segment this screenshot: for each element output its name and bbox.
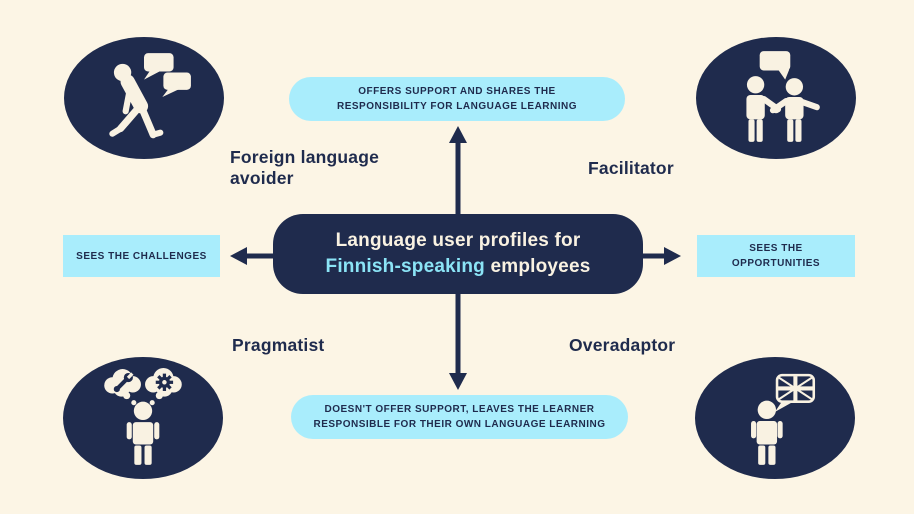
axis-caption-top: OFFERS SUPPORT AND SHARES THE RESPONSIBI… bbox=[289, 77, 625, 121]
pragmatist-ellipse bbox=[63, 357, 223, 479]
arrow-left-icon bbox=[230, 247, 247, 265]
facilitator-ellipse bbox=[696, 37, 856, 159]
axis-caption-right-text: SEES THE OPPORTUNITIES bbox=[731, 243, 821, 269]
title-highlight: Finnish-speaking bbox=[325, 256, 485, 277]
overadaptor-ellipse bbox=[695, 357, 855, 479]
arrow-up-icon bbox=[449, 126, 467, 143]
walking-away-speech-bubbles-icon bbox=[109, 53, 191, 139]
axis-caption-left-text: SEES THE CHALLENGES bbox=[76, 250, 207, 262]
handshake-speech-bubble-icon bbox=[746, 51, 820, 142]
uk-flag-speech-bubble-icon bbox=[751, 373, 816, 465]
title-line-1: Language user profiles for bbox=[335, 230, 581, 252]
label-foreign-language-avoider: Foreign language avoider bbox=[230, 147, 380, 188]
axis-caption-bottom-text: DOESN'T OFFER SUPPORT, LEAVES THE LEARNE… bbox=[313, 404, 606, 430]
axis-caption-right: SEES THE OPPORTUNITIES bbox=[697, 235, 855, 277]
center-title-box: Language user profiles for Finnish-speak… bbox=[273, 214, 643, 294]
axis-caption-top-text: OFFERS SUPPORT AND SHARES THE RESPONSIBI… bbox=[336, 86, 578, 112]
axis-caption-bottom: DOESN'T OFFER SUPPORT, LEAVES THE LEARNE… bbox=[291, 395, 628, 439]
avoider-ellipse bbox=[64, 37, 224, 159]
axis-caption-left: SEES THE CHALLENGES bbox=[63, 235, 220, 277]
thought-clouds-wrench-gear-icon bbox=[104, 368, 182, 465]
label-pragmatist: Pragmatist bbox=[232, 335, 325, 355]
label-facilitator: Facilitator bbox=[588, 158, 674, 178]
arrow-down-icon bbox=[449, 373, 467, 390]
label-overadaptor: Overadaptor bbox=[569, 335, 676, 355]
title-line-2: Finnish-speaking employees bbox=[326, 254, 591, 280]
arrow-right-icon bbox=[664, 247, 681, 265]
title-line-2-rest: employees bbox=[490, 256, 591, 277]
